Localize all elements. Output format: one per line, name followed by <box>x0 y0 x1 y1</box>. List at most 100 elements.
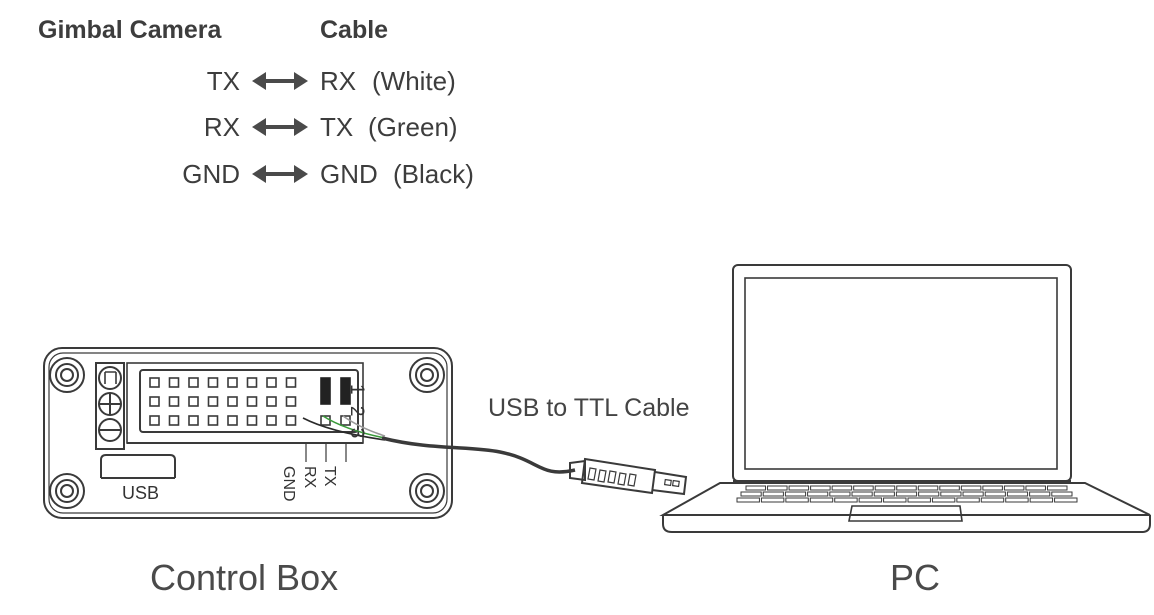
keyboard-key <box>807 491 829 497</box>
pin-numbers: 1 2 3 <box>345 384 367 441</box>
keyboard-key <box>960 485 982 491</box>
keyboard-key <box>858 497 883 503</box>
keyboard-key <box>962 491 984 497</box>
pin-socket <box>168 415 180 426</box>
keyboard-key <box>874 485 896 491</box>
keyboard-key <box>982 485 1003 491</box>
pin-number-2: 2 <box>346 405 367 420</box>
pin-socket <box>188 396 199 407</box>
keyboard-key <box>810 485 831 491</box>
pin-label-tx: TX <box>321 466 338 487</box>
pin-socket <box>285 377 297 388</box>
pin-socket <box>207 415 219 426</box>
keyboard-key <box>873 491 895 497</box>
pin-socket <box>266 415 277 426</box>
pin-socket <box>168 396 180 407</box>
pin-socket <box>188 377 199 388</box>
terminal-block <box>95 362 125 450</box>
keyboard <box>736 485 1078 503</box>
gimbal-camera-header: Gimbal Camera <box>38 16 222 44</box>
wire-color-black: (Black) <box>393 159 474 189</box>
pin-socket <box>207 377 219 388</box>
laptop-icon <box>659 264 1151 533</box>
keyboard-key <box>853 485 874 491</box>
double-arrow-icon <box>252 72 308 90</box>
plugged-pin <box>320 377 331 405</box>
pin-header <box>149 377 351 426</box>
keyboard-key <box>745 485 767 491</box>
keyboard-key <box>895 491 918 497</box>
keyboard-key <box>829 491 851 497</box>
plugged-pin <box>340 377 351 405</box>
keyboard-key <box>931 497 956 503</box>
cable-pin-rx: RX <box>320 66 357 96</box>
keyboard-key <box>1025 485 1046 491</box>
pin-socket <box>149 377 160 388</box>
keyboard-key <box>785 497 809 503</box>
keyboard-key <box>917 485 939 491</box>
pin-label-gnd: GND <box>280 466 297 502</box>
cable-pin-gnd: GND <box>320 159 378 189</box>
control-box-label: Control Box <box>150 557 339 598</box>
keyboard-key <box>1005 497 1029 503</box>
wire-color-white: (White) <box>372 66 456 96</box>
keyboard-key <box>831 485 853 491</box>
pin-socket <box>266 396 277 407</box>
keyboard-key <box>762 491 784 497</box>
keyboard-key <box>809 497 834 503</box>
pin-socket <box>207 396 219 407</box>
pin-socket <box>285 415 297 426</box>
keyboard-key <box>896 485 917 491</box>
pin-number-3: 3 <box>346 427 367 442</box>
keyboard-key <box>760 497 785 503</box>
keyboard-key <box>851 491 873 497</box>
keyboard-key <box>980 497 1005 503</box>
double-arrow-icon <box>252 165 308 183</box>
keyboard-key <box>740 491 762 497</box>
double-arrow-icon <box>252 118 308 136</box>
pin-label-rx: RX <box>301 466 318 489</box>
keyboard-key <box>1003 485 1025 491</box>
keyboard-key <box>1006 491 1029 497</box>
usb-port-label: USB <box>122 483 160 503</box>
screw-icon <box>49 357 85 393</box>
keyboard-key <box>984 491 1006 497</box>
keyboard-key <box>939 485 960 491</box>
cable-label: USB to TTL Cable <box>488 394 690 422</box>
usb-port <box>100 454 176 479</box>
keyboard-key <box>1029 491 1051 497</box>
camera-pin-tx: TX <box>206 66 240 96</box>
screw-icon <box>49 473 85 509</box>
camera-pin-gnd: GND <box>182 159 240 189</box>
cable-pin-tx: TX <box>320 112 354 142</box>
screw-icon <box>409 357 445 393</box>
keyboard-key <box>788 485 810 491</box>
keyboard-key <box>1054 497 1078 503</box>
keyboard-key <box>784 491 807 497</box>
pin-socket <box>285 396 297 407</box>
camera-pin-rx: RX <box>203 112 240 142</box>
keyboard-key <box>767 485 788 491</box>
pin-socket <box>266 377 277 388</box>
pin-socket <box>246 396 258 407</box>
pin-socket <box>246 377 258 388</box>
cable-wires <box>302 415 386 441</box>
control-box <box>43 347 453 519</box>
pc-label: PC <box>890 557 941 598</box>
pin-socket <box>149 415 160 426</box>
pin-socket <box>246 415 258 426</box>
keyboard-key <box>883 497 907 503</box>
pin-socket <box>227 377 238 388</box>
keyboard-key <box>940 491 962 497</box>
pin-socket <box>188 415 199 426</box>
keyboard-key <box>736 497 760 503</box>
pin-socket <box>227 415 238 426</box>
wire-color-green: (Green) <box>368 112 458 142</box>
pin-socket <box>149 396 160 407</box>
keyboard-key <box>834 497 858 503</box>
keyboard-key <box>907 497 931 503</box>
keyboard-key <box>1029 497 1054 503</box>
pin-number-1: 1 <box>346 384 367 398</box>
keyboard-key <box>1051 491 1073 497</box>
